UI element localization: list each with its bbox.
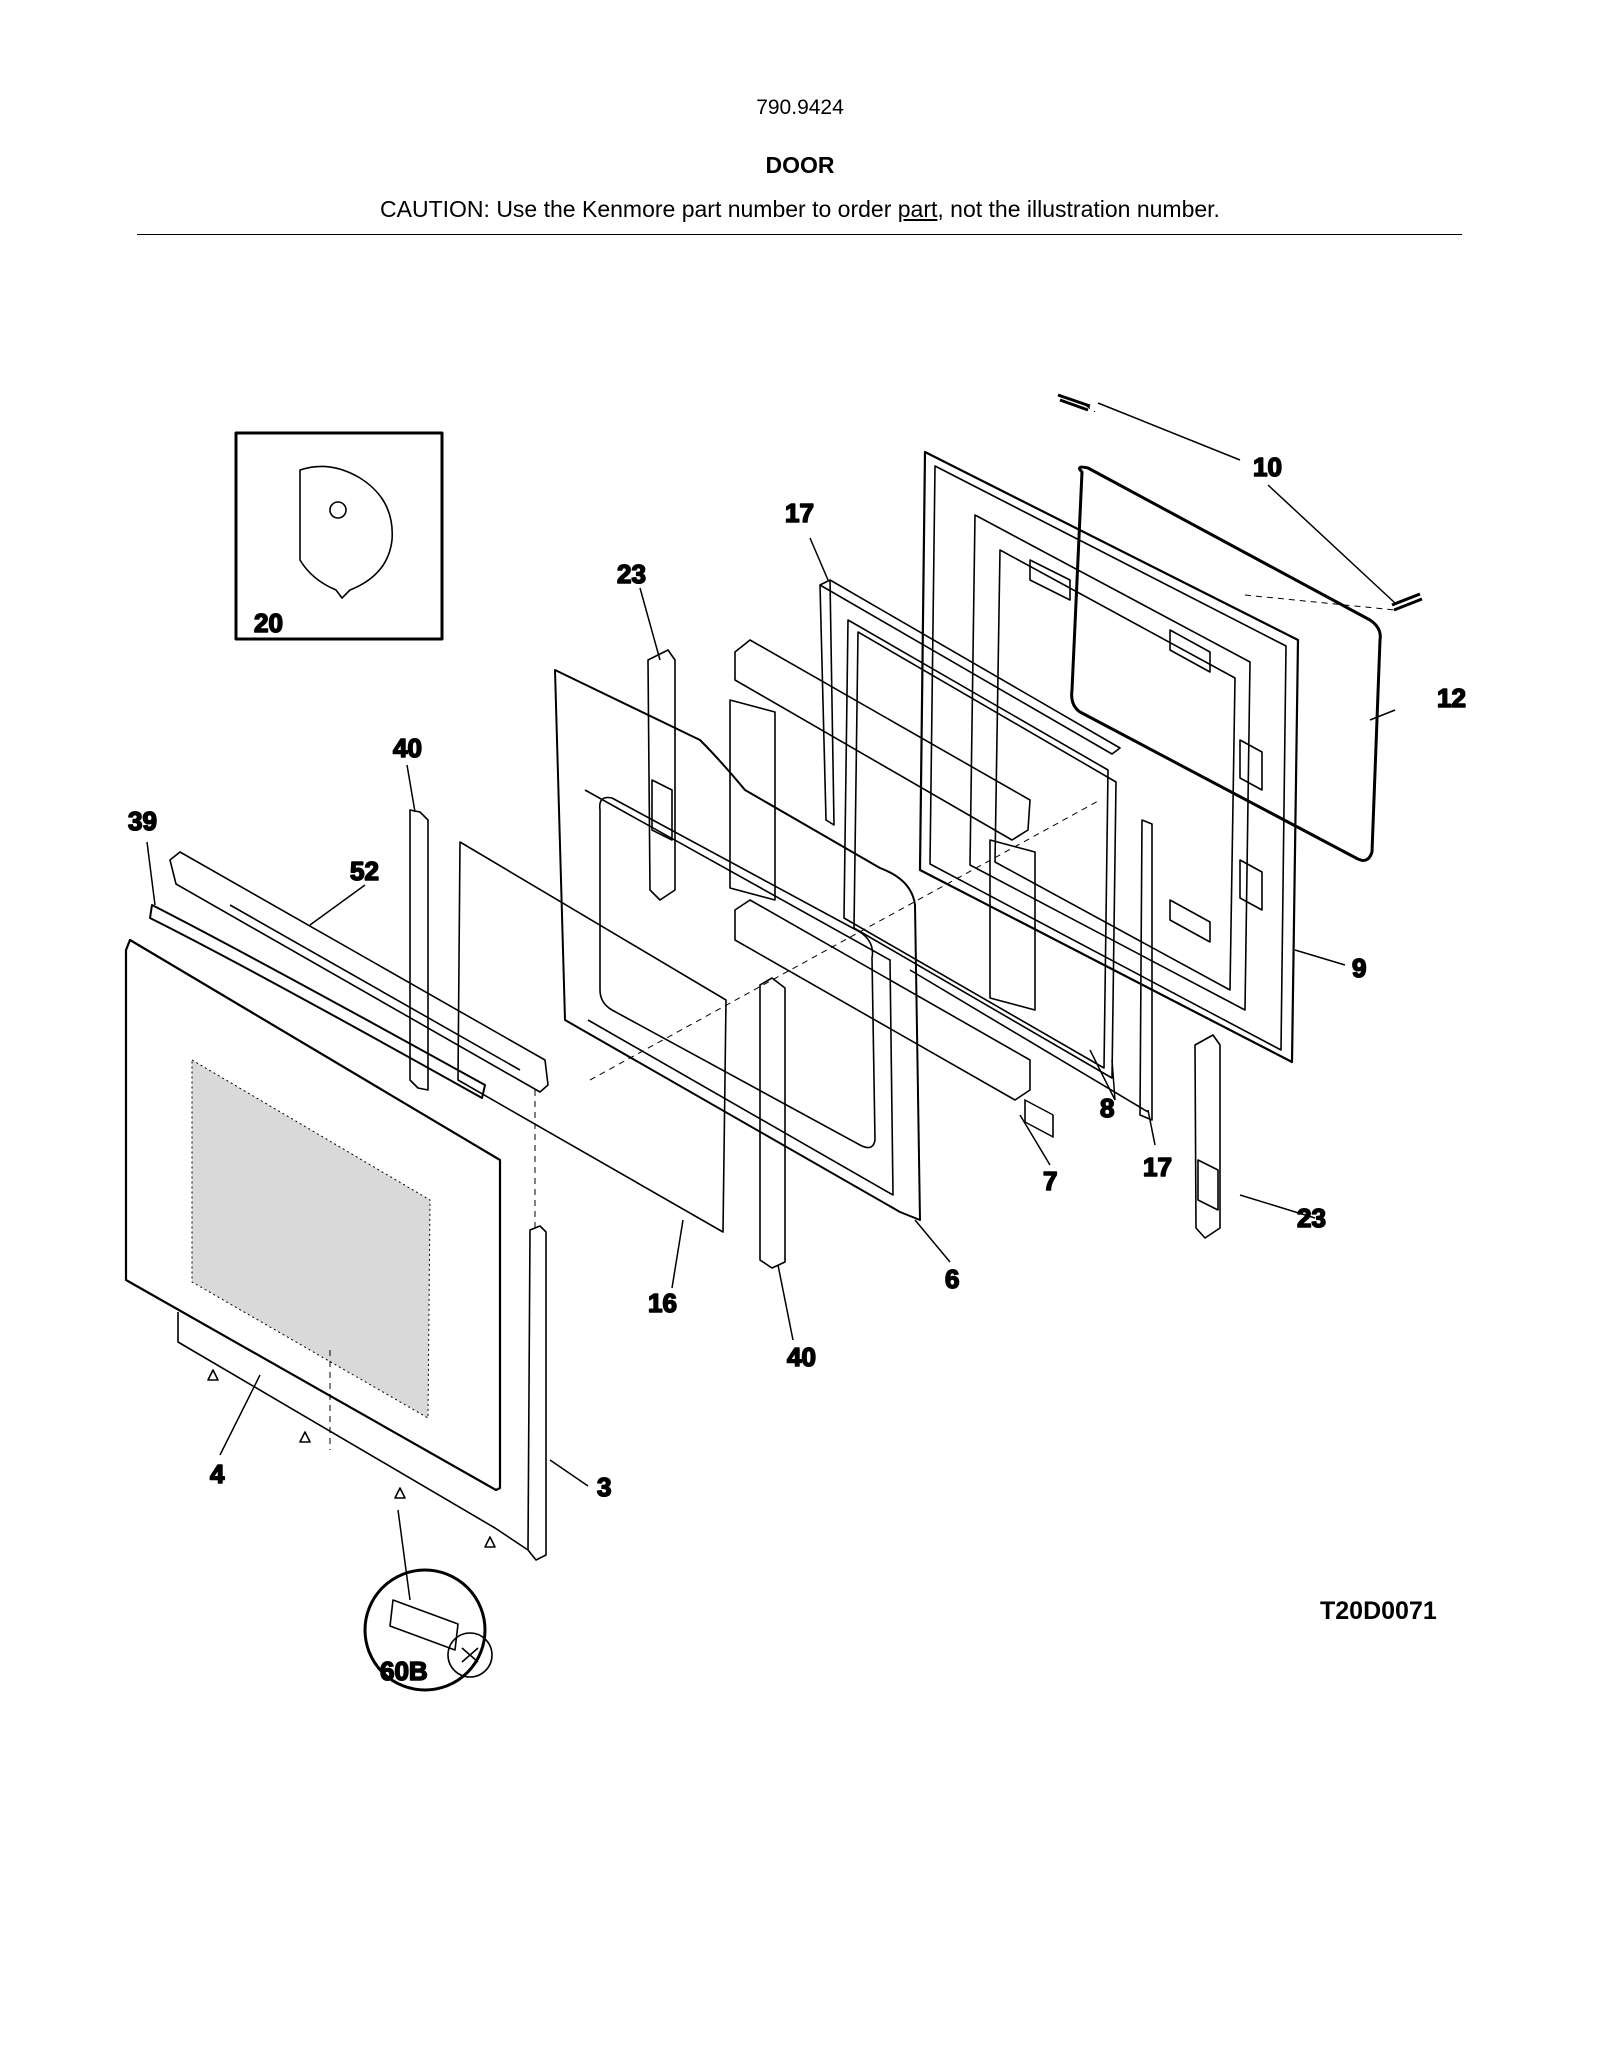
part-52-handle-base (169, 851, 549, 1093)
callout-10: 10 (1253, 452, 1282, 482)
alignment-lines (329, 404, 1396, 1450)
part-4-outer-door (124, 938, 502, 1492)
part-8-glass-panels (843, 619, 1117, 1079)
part-40-bracket-right (759, 977, 786, 1269)
callout-4: 4 (210, 1459, 225, 1489)
callout-12: 12 (1437, 683, 1466, 713)
part-9-rear-frame (918, 450, 1300, 1138)
model-number: 790.9424 (756, 96, 844, 119)
callout-16: 16 (648, 1288, 677, 1318)
callout-3: 3 (597, 1472, 611, 1502)
part-6-inner-frame (554, 669, 921, 1221)
callout-20: 20 (254, 608, 283, 638)
header-divider (137, 234, 1462, 235)
callout-7: 7 (1043, 1166, 1057, 1196)
callout-17-right: 17 (1143, 1152, 1172, 1182)
callout-17-left: 17 (785, 498, 814, 528)
part-12-gasket (1070, 465, 1382, 862)
caution-underlined: part (897, 196, 938, 222)
diagram-code: T20D0071 (1320, 1597, 1437, 1625)
callout-23-left: 23 (617, 559, 646, 589)
page-title: DOOR (765, 152, 835, 178)
part-60b-screw-detail (363, 1568, 493, 1692)
callout-8: 8 (1100, 1093, 1114, 1123)
callout-6: 6 (945, 1264, 959, 1294)
door-screws (207, 1369, 496, 1548)
part-16-glass (457, 841, 727, 1233)
inset-part-20 (234, 431, 444, 641)
part-40-bracket-left (409, 809, 429, 1091)
part-7-insulation (729, 639, 1036, 1101)
callout-39: 39 (128, 806, 157, 836)
part-3-side-trim (177, 1225, 547, 1561)
part-23-hinge-right (1194, 1034, 1221, 1239)
callout-23-right: 23 (1297, 1203, 1326, 1233)
part-17-seal-left (819, 579, 1121, 826)
callout-40-left: 40 (393, 733, 422, 763)
callout-60b: 60B (380, 1656, 428, 1686)
part-39-handle-trim (149, 904, 486, 1099)
part-10-screws (1057, 393, 1423, 612)
caution-note: CAUTION: Use the Kenmore part number to … (0, 196, 1600, 223)
callout-52: 52 (350, 856, 379, 886)
part-23-hinge-left (647, 649, 676, 901)
callout-40-right: 40 (787, 1342, 816, 1372)
leader-lines (146, 402, 1396, 1601)
caution-prefix: CAUTION: Use the Kenmore part number to … (380, 196, 898, 222)
callout-9: 9 (1352, 953, 1366, 983)
caution-suffix: , not the illustration number. (937, 196, 1220, 222)
